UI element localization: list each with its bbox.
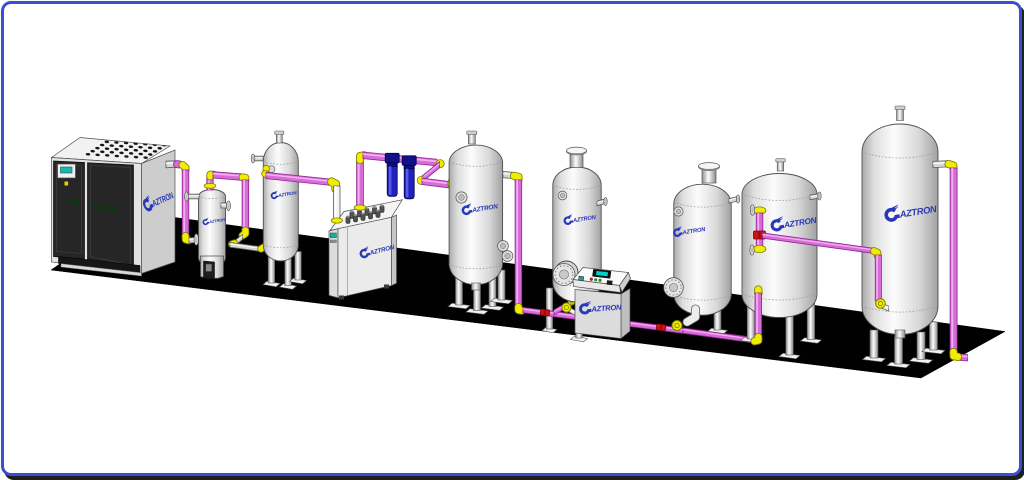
svg-text:COMP: COMP bbox=[90, 202, 117, 213]
svg-text:AE: AE bbox=[66, 197, 79, 208]
